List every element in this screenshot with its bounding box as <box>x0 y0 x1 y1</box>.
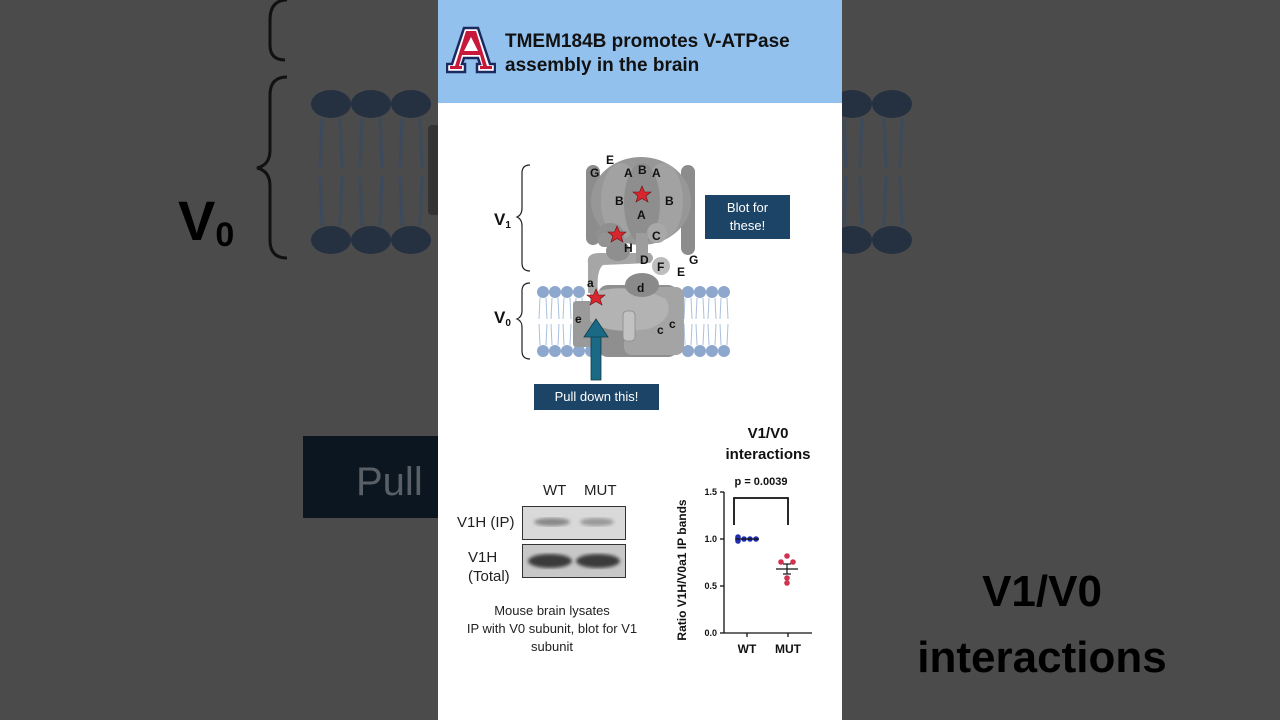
blot-band <box>534 518 570 526</box>
svg-text:E: E <box>606 153 614 167</box>
star-icon <box>586 288 606 306</box>
blot-col-wt: WT <box>543 482 567 499</box>
lipid-tails-icon <box>842 117 904 227</box>
blot-band <box>576 554 620 568</box>
svg-text:A: A <box>637 208 646 222</box>
significance-bracket <box>733 497 789 525</box>
blot-image <box>522 506 626 578</box>
star-icon <box>607 225 627 243</box>
university-a-logo-icon <box>446 26 496 74</box>
v0-bracket-icon <box>515 282 531 360</box>
blot-caption: Mouse brain lysates IP with V0 subunit, … <box>452 602 652 656</box>
background-left-graphic: Pull V0 <box>178 0 438 518</box>
svg-text:E: E <box>677 265 685 279</box>
pulldown-callout-text: Pull down this! <box>554 389 639 404</box>
background-right: V1/V0 interactions <box>842 0 1280 720</box>
page-title: TMEM184B promotes V-ATPase assembly in t… <box>505 30 835 78</box>
pulldown-callout: Pull down this! <box>534 384 659 410</box>
chart-title: V1/V0 interactions <box>725 425 811 463</box>
blot-band <box>528 554 572 568</box>
svg-text:A: A <box>652 166 661 180</box>
svg-text:D: D <box>640 253 649 267</box>
svg-text:WT: WT <box>738 642 757 656</box>
content-panel: TMEM184B promotes V-ATPase assembly in t… <box>438 0 842 720</box>
title-line-2: assembly in the brain <box>505 55 700 76</box>
blot-callout: Blot for these! <box>705 195 790 239</box>
svg-text:B: B <box>638 163 647 177</box>
pull-text: Pull <box>356 460 423 504</box>
caption-line: IP with V0 subunit, blot for V1 <box>466 621 638 636</box>
svg-text:1.0: 1.0 <box>704 534 717 544</box>
lipid-tails-icon <box>318 117 424 227</box>
caption-line: Mouse brain lysates <box>494 603 610 618</box>
svg-text:B: B <box>615 194 624 208</box>
star-icon <box>632 185 652 203</box>
v1-bracket-icon <box>515 164 531 272</box>
star-icons <box>586 185 652 306</box>
blot-row-total-label-2: (Total) <box>468 568 510 585</box>
svg-text:e: e <box>575 312 582 326</box>
subunit-labels: E G A B A B A B C H D F G E a d e c c <box>575 153 698 337</box>
title-line-1: TMEM184B promotes V-ATPase <box>505 31 790 52</box>
svg-text:G: G <box>590 166 599 180</box>
bg-chart-title-line1: V1/V0 <box>982 567 1102 616</box>
v1-domain-shape <box>586 157 695 275</box>
svg-text:c: c <box>657 323 664 337</box>
p-value-annotation: p = 0.0039 <box>735 476 788 488</box>
svg-text:0.5: 0.5 <box>704 581 717 591</box>
blot-callout-text: Blot for these! <box>726 200 769 233</box>
x-tick-labels: WT MUT <box>738 642 802 656</box>
v0-label: V0 <box>178 189 234 254</box>
background-right-graphic: V1/V0 interactions <box>842 90 1167 682</box>
mut-points <box>778 553 796 586</box>
caption-line: subunit <box>531 639 573 654</box>
wt-points <box>735 534 759 544</box>
background-left: Pull V0 <box>0 0 438 720</box>
y-axis-label: Ratio V1H/V0a1 IP bands <box>675 499 689 640</box>
svg-text:C: C <box>652 229 661 243</box>
svg-text:H: H <box>624 241 633 255</box>
scatter-chart: Ratio V1H/V0a1 IP bands 1.5 1.0 0.5 0.0 … <box>675 476 812 656</box>
bracket-icon <box>256 75 288 260</box>
bg-chart-title-line2: interactions <box>917 633 1166 682</box>
y-tick-labels: 1.5 1.0 0.5 0.0 <box>704 487 717 638</box>
svg-text:MUT: MUT <box>775 642 802 656</box>
svg-text:A: A <box>624 166 633 180</box>
svg-text:a: a <box>587 276 594 290</box>
svg-text:F: F <box>657 260 664 274</box>
blot-col-mut: MUT <box>584 482 617 499</box>
blot-row-total-label: V1H <box>468 549 498 566</box>
membrane-icon <box>311 90 431 254</box>
v0-label: V0 <box>494 308 511 329</box>
bracket-icon <box>268 0 288 62</box>
svg-text:G: G <box>689 253 698 267</box>
blot-band <box>580 518 614 526</box>
svg-text:1.5: 1.5 <box>704 487 717 497</box>
header: TMEM184B promotes V-ATPase assembly in t… <box>438 0 842 103</box>
svg-text:d: d <box>637 281 644 295</box>
membrane-icon <box>842 90 912 254</box>
subunit-shape <box>428 125 438 215</box>
v1-label: V1 <box>494 210 511 231</box>
pull-callout-bg <box>303 436 438 518</box>
svg-text:B: B <box>665 194 674 208</box>
blot-row-ip-label: V1H (IP) <box>457 514 515 531</box>
svg-text:0.0: 0.0 <box>704 628 717 638</box>
svg-text:c: c <box>669 317 676 331</box>
v-atpase-diagram: V1 V0 <box>494 153 730 381</box>
pulldown-arrow-icon <box>583 318 609 381</box>
